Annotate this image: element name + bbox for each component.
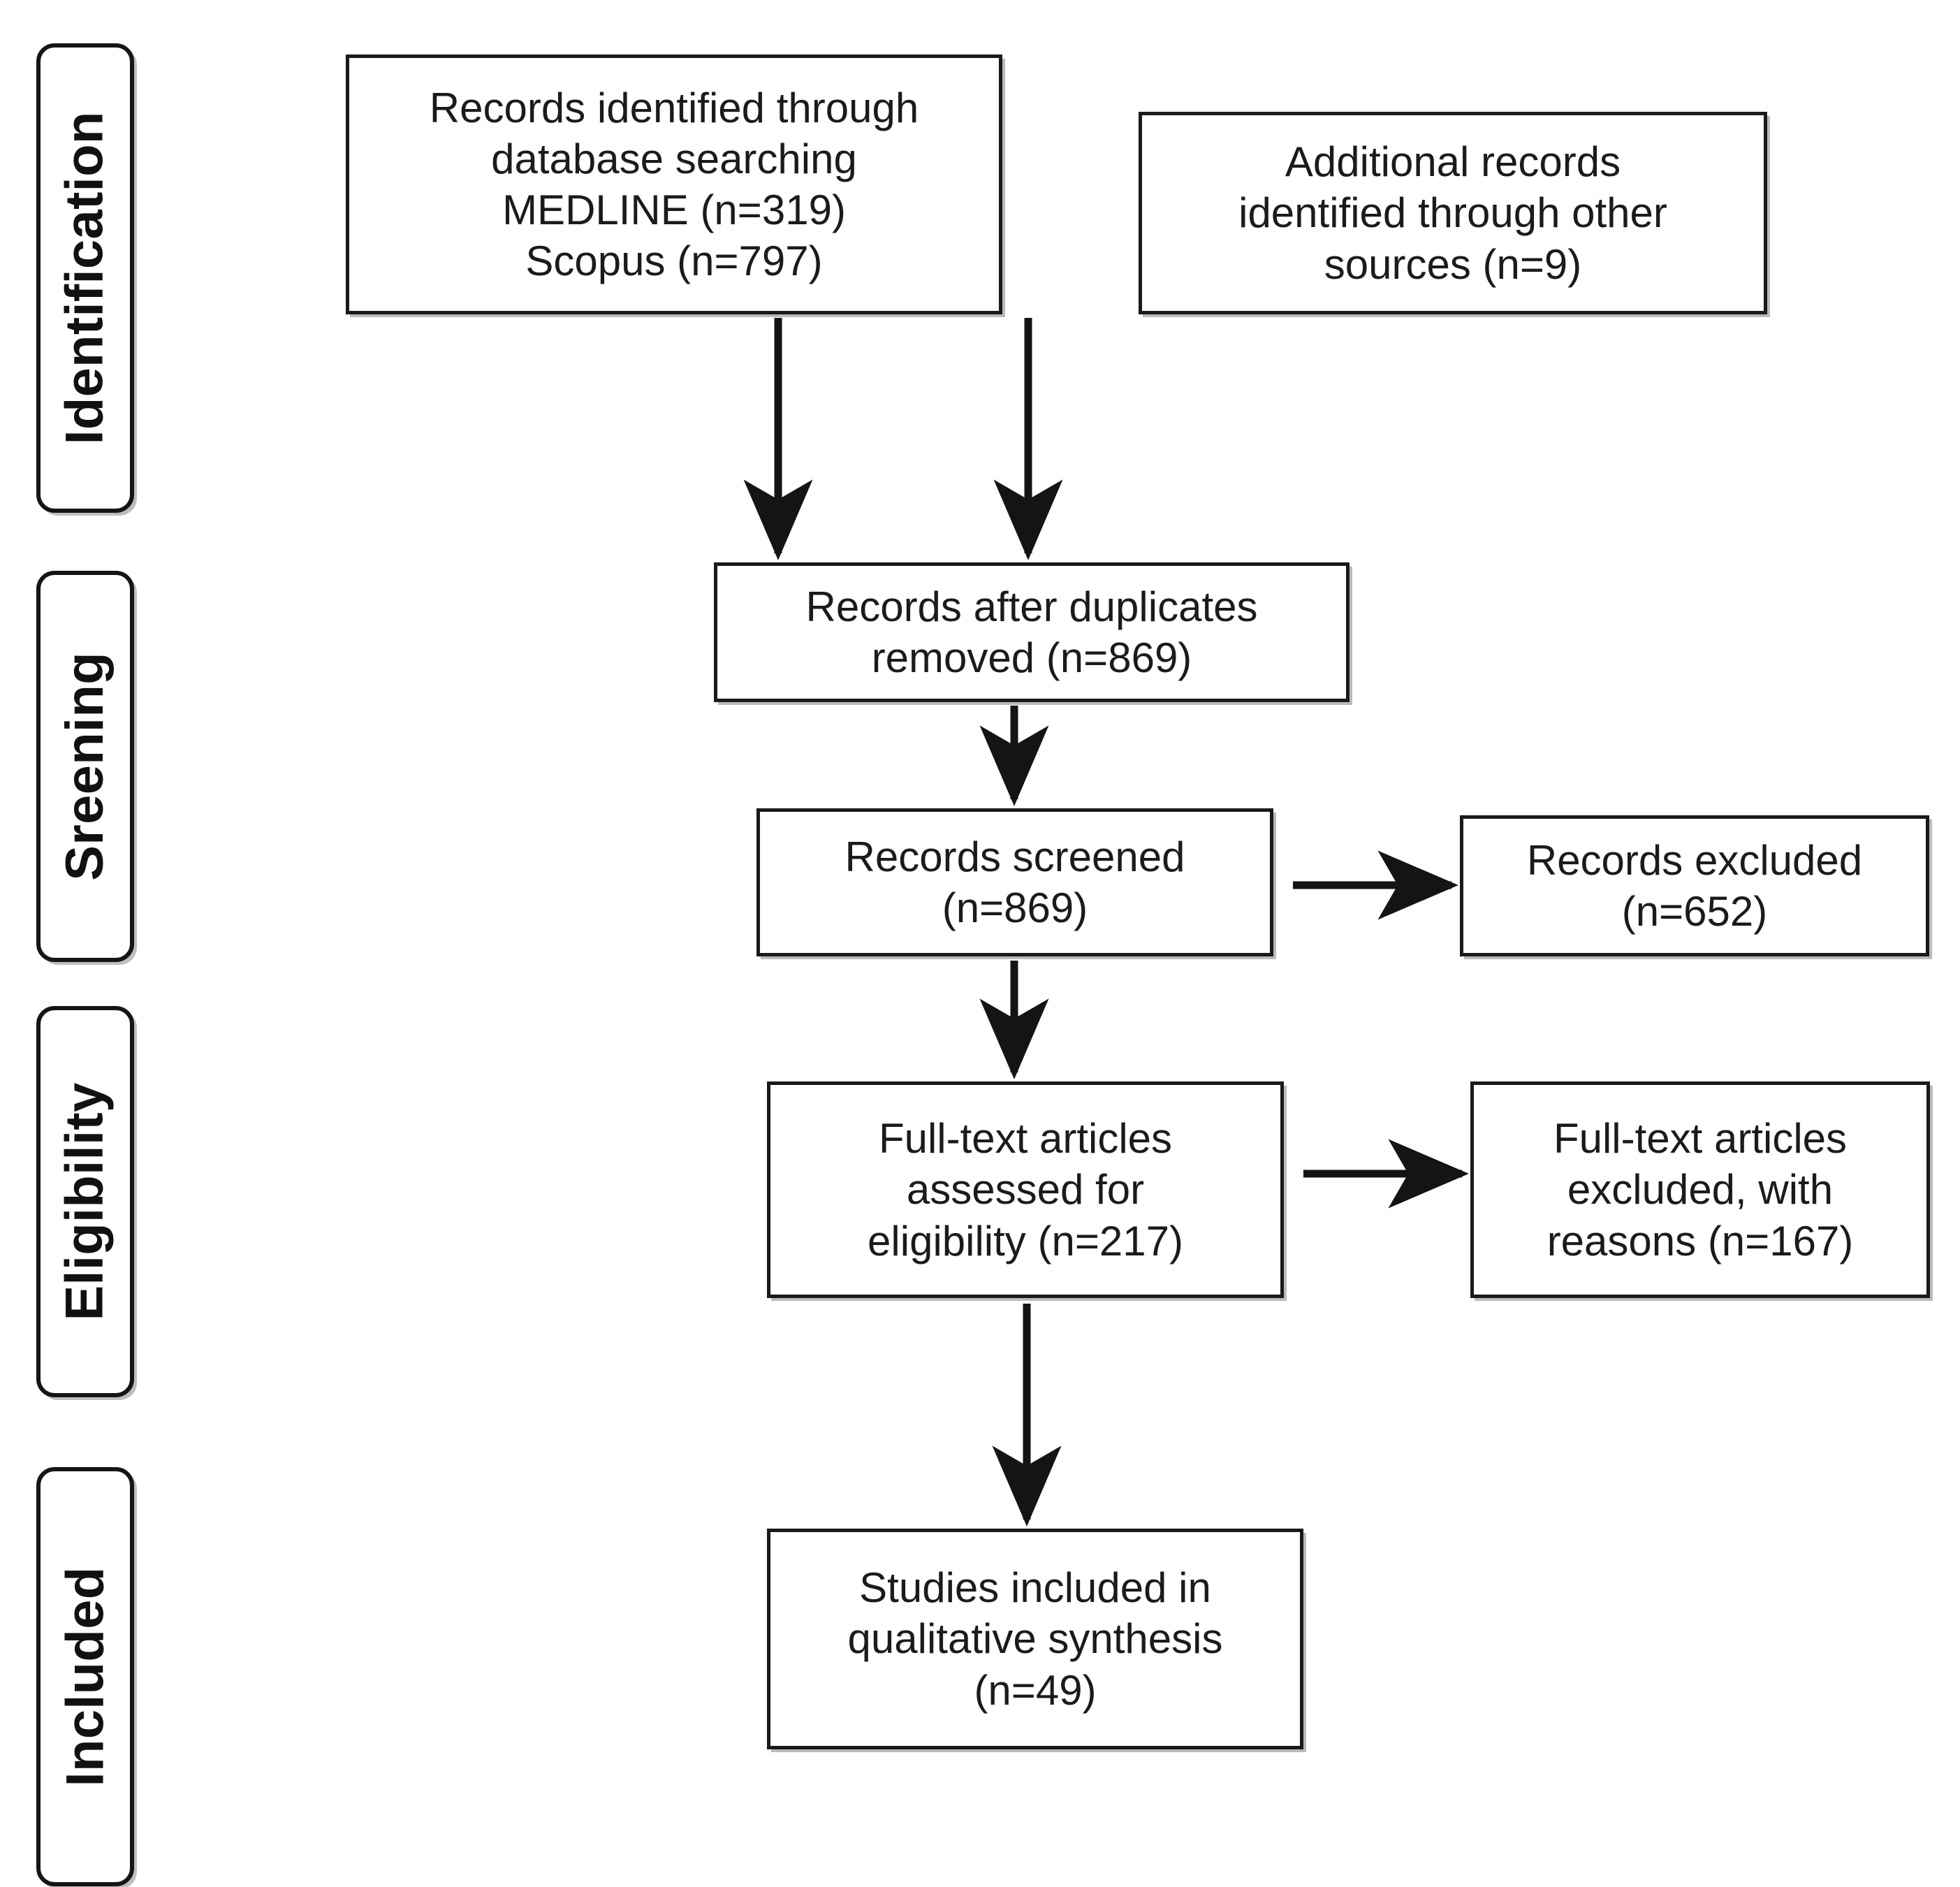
box-records-after-duplicates-removed-text: Records after duplicates removed (n=869) [805, 583, 1258, 681]
box-additional-records-other-sources-text: Additional records identified through ot… [1238, 138, 1667, 288]
box-fulltext-excluded-with-reasons-text: Full-text articles excluded, with reason… [1546, 1115, 1854, 1265]
box-records-screened-text: Records screened (n=869) [844, 833, 1185, 931]
box-studies-included-qualitative-synthesis: Studies included in qualitative synthesi… [767, 1529, 1303, 1749]
stage-label-screening-text: Sreening [55, 652, 115, 881]
box-studies-included-qualitative-synthesis-text: Studies included in qualitative synthesi… [847, 1564, 1223, 1714]
box-fulltext-excluded-with-reasons: Full-text articles excluded, with reason… [1470, 1081, 1930, 1298]
stage-label-included-text: Included [55, 1566, 115, 1787]
stage-label-eligibility: Eligibility [36, 1006, 134, 1397]
box-additional-records-other-sources: Additional records identified through ot… [1139, 112, 1767, 314]
stage-label-eligibility-text: Eligibility [55, 1082, 115, 1321]
box-records-after-duplicates-removed: Records after duplicates removed (n=869) [714, 562, 1350, 702]
box-records-identified-database: Records identified through database sear… [346, 54, 1002, 314]
box-records-excluded: Records excluded (n=652) [1460, 815, 1929, 956]
stage-label-identification-text: Identification [55, 111, 115, 445]
box-records-excluded-text: Records excluded (n=652) [1526, 836, 1863, 935]
box-records-screened: Records screened (n=869) [756, 808, 1273, 956]
box-fulltext-assessed-eligibility: Full-text articles assessed for eligibil… [767, 1081, 1284, 1298]
stage-label-screening: Sreening [36, 571, 134, 962]
box-fulltext-assessed-eligibility-text: Full-text articles assessed for eligibil… [868, 1115, 1183, 1265]
box-records-identified-database-text: Records identified through database sear… [429, 84, 919, 285]
stage-label-identification: Identification [36, 43, 134, 513]
stage-label-included: Included [36, 1467, 134, 1886]
